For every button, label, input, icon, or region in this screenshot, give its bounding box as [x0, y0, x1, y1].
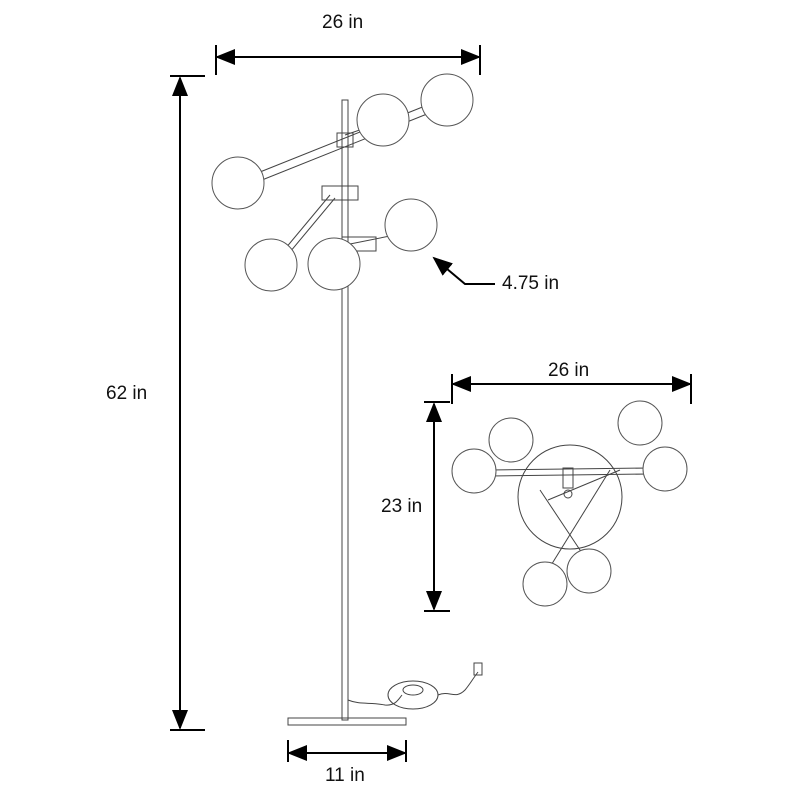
- lamp-base: [287, 717, 407, 726]
- globe: [566, 548, 612, 594]
- height-dimension-line: [170, 75, 205, 731]
- overall-width-label: 26 in: [322, 12, 364, 33]
- globe: [488, 417, 534, 463]
- globe: [384, 198, 438, 252]
- lamp-pole: [341, 99, 349, 721]
- top-view-width-label: 26 in: [548, 360, 590, 381]
- arm-clamp: [321, 185, 359, 201]
- lamp-side-view: [211, 73, 483, 726]
- overall-height-label: 62 in: [106, 383, 148, 404]
- top-view-width-line: [451, 374, 692, 404]
- power-cord: [437, 671, 479, 696]
- globe: [420, 73, 474, 127]
- globe: [522, 561, 568, 607]
- plug: [473, 662, 483, 676]
- globe: [356, 93, 410, 147]
- globe: [244, 238, 298, 292]
- globe: [617, 400, 663, 446]
- base-dimension-line: [287, 740, 407, 762]
- globe: [642, 446, 688, 492]
- globe: [307, 237, 361, 291]
- base-diameter-label: 11 in: [325, 765, 365, 786]
- lamp-top-view: [451, 400, 688, 607]
- globe-pointer-arrow: [432, 256, 495, 285]
- globe: [451, 448, 497, 494]
- base-outline: [517, 444, 623, 550]
- globe: [211, 156, 265, 210]
- globe-diameter-label: 4.75 in: [502, 273, 560, 294]
- top-view-depth-line: [424, 401, 450, 612]
- top-view-depth-label: 23 in: [381, 496, 423, 517]
- power-cord: [347, 694, 403, 706]
- width-dimension-line: [215, 45, 481, 75]
